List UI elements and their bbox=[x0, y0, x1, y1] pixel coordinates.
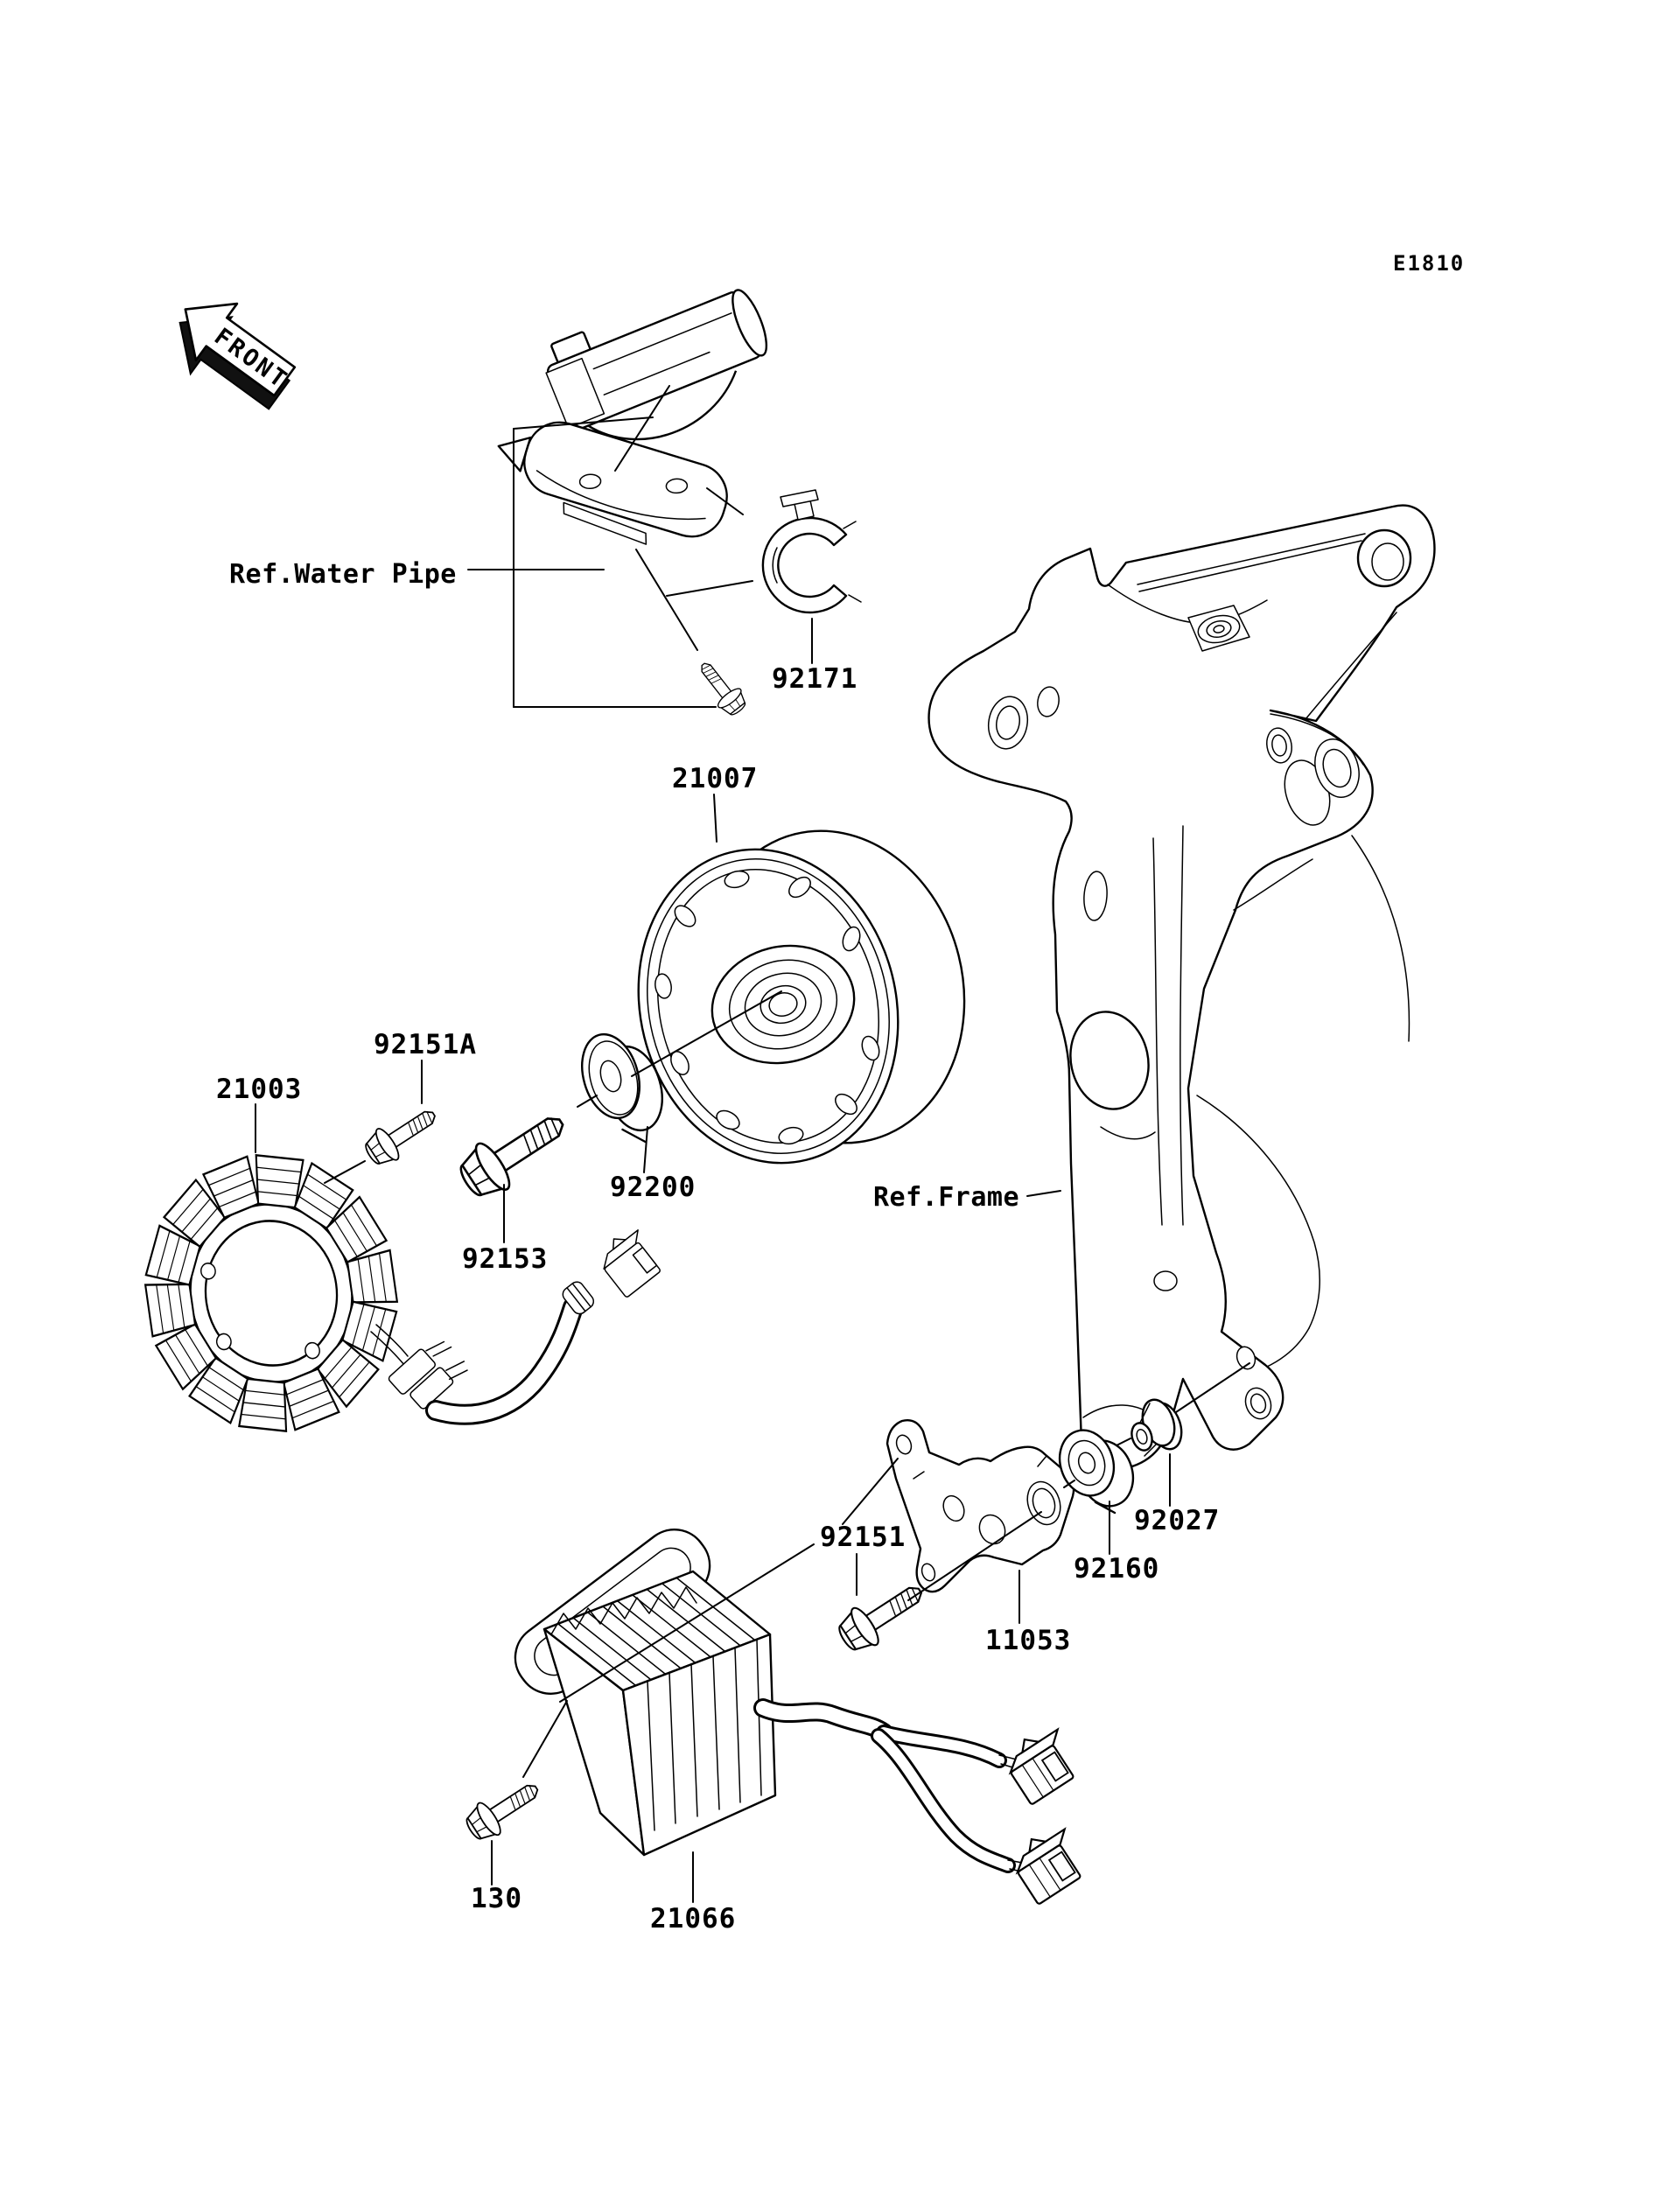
part-label-21003: 21003 bbox=[216, 1074, 302, 1105]
part-label-92200: 92200 bbox=[610, 1172, 696, 1203]
part-label-11053: 11053 bbox=[985, 1625, 1071, 1656]
labels: E1810 Ref.Water Pipe Ref.Frame 92171 210… bbox=[216, 251, 1465, 1935]
bolt-92151 bbox=[831, 1571, 933, 1660]
water-pipe-assembly-ref bbox=[497, 289, 768, 721]
regulator-21066 bbox=[514, 1529, 1093, 1906]
ref-frame-label: Ref.Frame bbox=[873, 1182, 1019, 1213]
part-label-92151a: 92151A bbox=[374, 1029, 477, 1060]
collar-92027 bbox=[1130, 1398, 1183, 1457]
washer-92200 bbox=[581, 1032, 663, 1144]
part-label-92027: 92027 bbox=[1134, 1505, 1220, 1536]
stator-21003 bbox=[144, 1154, 661, 1432]
part-label-130: 130 bbox=[471, 1883, 522, 1914]
clamp-92171 bbox=[761, 489, 862, 614]
rotor-21007 bbox=[637, 829, 966, 1165]
part-label-92153: 92153 bbox=[462, 1243, 548, 1275]
harness-connector-1 bbox=[998, 1720, 1086, 1806]
part-label-92160: 92160 bbox=[1074, 1553, 1159, 1585]
part-label-21066: 21066 bbox=[650, 1903, 736, 1935]
diagram-code-label: E1810 bbox=[1393, 251, 1465, 276]
front-direction-arrow: FRONT bbox=[178, 302, 297, 410]
part-label-92171: 92171 bbox=[772, 663, 858, 695]
part-label-92151: 92151 bbox=[820, 1522, 906, 1553]
bolt-92153 bbox=[451, 1098, 578, 1207]
grommet-92160 bbox=[1058, 1429, 1135, 1515]
bracket-11053 bbox=[886, 1419, 1075, 1593]
bolt-92151a bbox=[359, 1098, 444, 1172]
part-label-21007: 21007 bbox=[672, 763, 758, 794]
bolt-130 bbox=[459, 1771, 548, 1848]
ref-water-pipe-label: Ref.Water Pipe bbox=[229, 559, 457, 590]
frame-ref bbox=[928, 504, 1436, 1472]
leader-lines bbox=[255, 385, 1250, 1903]
